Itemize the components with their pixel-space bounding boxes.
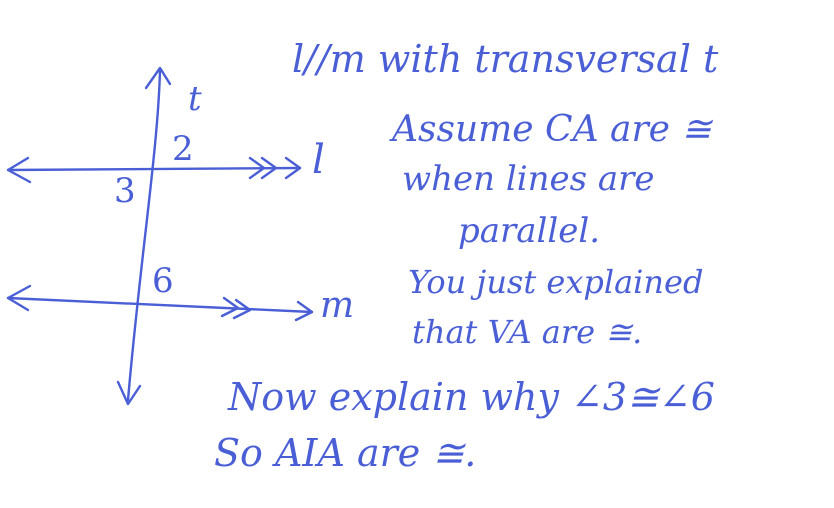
line-l bbox=[6, 166, 302, 172]
label-l: l bbox=[312, 137, 325, 183]
note-line-2: Assume CA are ≅ bbox=[392, 109, 712, 150]
note-line-1: l//m with transversal t bbox=[292, 37, 719, 81]
label-t: t bbox=[188, 79, 202, 119]
line-l-left-arrow bbox=[6, 156, 32, 184]
note-line-3: when lines are bbox=[402, 159, 655, 199]
transversal-t-bottom-arrow bbox=[116, 380, 142, 406]
line-l-parallel-mark bbox=[248, 156, 278, 180]
note-line-7: Now explain why ∠3≅∠6 bbox=[228, 375, 715, 419]
line-m-left-arrow bbox=[6, 284, 32, 312]
note-line-8: So AIA are ≅. bbox=[214, 431, 477, 475]
note-line-4: parallel. bbox=[458, 211, 601, 251]
line-m-right-arrow bbox=[294, 300, 314, 322]
label-angle-2: 2 bbox=[172, 129, 194, 169]
label-angle-6: 6 bbox=[152, 261, 174, 301]
label-m: m bbox=[320, 285, 355, 326]
label-angle-3: 3 bbox=[114, 171, 136, 211]
transversal-t-top-arrow bbox=[144, 66, 172, 90]
line-m bbox=[6, 296, 314, 314]
note-line-6: that VA are ≅. bbox=[412, 313, 643, 351]
note-line-5: You just explained bbox=[408, 263, 704, 301]
line-m-parallel-mark bbox=[220, 296, 252, 320]
transversal-t bbox=[126, 68, 162, 402]
line-l-right-arrow bbox=[284, 156, 302, 180]
